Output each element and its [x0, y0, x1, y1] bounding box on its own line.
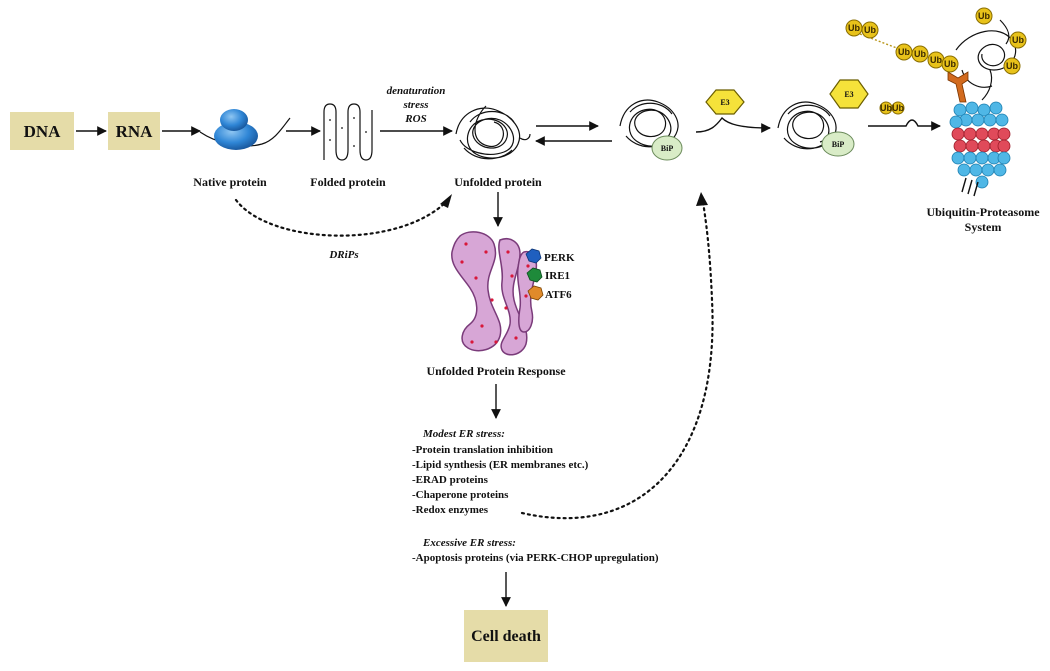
ub-4: Ub [914, 49, 926, 59]
ups-label-line2: System [965, 220, 1002, 234]
folded-protein-label: Folded protein [310, 175, 386, 189]
stressor-ros: ROS [404, 113, 426, 125]
stressor-stress: stress [402, 99, 428, 111]
ub-7: Ub [978, 11, 990, 21]
unfolded-protein-label: Unfolded protein [454, 175, 542, 189]
bip-chaperone-1: BiP [651, 135, 683, 161]
ub-6: Ub [944, 59, 956, 69]
rna-node: RNA [108, 112, 160, 150]
drips-label: DRiPs [328, 249, 358, 261]
ups-label-line1: Ubiquitin-Proteasome [926, 205, 1040, 219]
native-protein-label: Native protein [193, 175, 267, 189]
modest-item-4: -Chaperone proteins [412, 489, 509, 501]
bip-label-1: BiP [661, 144, 674, 153]
proteasome-icon [947, 19, 1017, 197]
upr-label: Unfolded Protein Response [426, 364, 566, 378]
perk-sensor: PERK [525, 248, 575, 264]
feedback-dotted-arrow [520, 194, 714, 520]
bip-label-2: BiP [832, 140, 845, 149]
excessive-heading: Excessive ER stress: [422, 537, 516, 549]
dna-label: DNA [24, 122, 62, 141]
er-icon [451, 231, 538, 356]
ub-1: Ub [848, 23, 860, 33]
atf6-label: ATF6 [545, 289, 572, 301]
modest-item-2: -Lipid synthesis (ER membranes etc.) [412, 459, 589, 471]
e3-ligase-icon-1: E3 [705, 89, 745, 115]
e3-ligase-icon-2: E3 [829, 79, 869, 109]
ire1-sensor: IRE1 [526, 267, 570, 283]
arrow-e3-recruitment [695, 116, 771, 133]
ub-chain-large: Ub Ub Ub Ub Ub Ub Ub Ub Ub [845, 7, 1027, 75]
rna-label: RNA [116, 122, 154, 141]
atf6-icon [527, 285, 544, 301]
ub-9: Ub [1006, 61, 1018, 71]
e3-label-1: E3 [720, 98, 729, 107]
modest-item-5: -Redox enzymes [412, 504, 489, 516]
feedback-arrowhead [696, 192, 708, 206]
modest-heading: Modest ER stress: [422, 428, 505, 440]
cell-death-node: Cell death [464, 610, 548, 662]
ire1-icon [526, 267, 543, 283]
cell-death-label: Cell death [471, 628, 541, 645]
ub-small-2: Ub [892, 103, 904, 113]
ub-5: Ub [930, 55, 942, 65]
unfolded-protein-icon [455, 105, 531, 160]
bip-chaperone-2: BiP [821, 131, 855, 157]
ire1-label: IRE1 [545, 270, 570, 282]
atf6-sensor: ATF6 [527, 285, 572, 301]
modest-item-3: -ERAD proteins [412, 474, 489, 486]
folded-protein-icon [323, 103, 373, 161]
drips-dotted-arrow [234, 198, 450, 237]
perk-icon [525, 248, 542, 264]
ribosome-icon [199, 109, 291, 150]
e3-label-2: E3 [844, 90, 853, 99]
ub-chain-small: Ub Ub [879, 101, 905, 115]
excessive-item-1: -Apoptosis proteins (via PERK-CHOP upreg… [412, 552, 659, 564]
arrow-to-proteasome [868, 119, 941, 131]
ub-3: Ub [898, 47, 910, 57]
modest-item-1: -Protein translation inhibition [412, 444, 553, 456]
drips-arrowhead [440, 194, 452, 208]
ub-small-1: Ub [880, 103, 892, 113]
ub-2: Ub [864, 25, 876, 35]
ub-8: Ub [1012, 35, 1024, 45]
dna-node: DNA [10, 112, 74, 150]
stressor-denaturation: denaturation [387, 85, 446, 97]
perk-label: PERK [544, 252, 575, 264]
